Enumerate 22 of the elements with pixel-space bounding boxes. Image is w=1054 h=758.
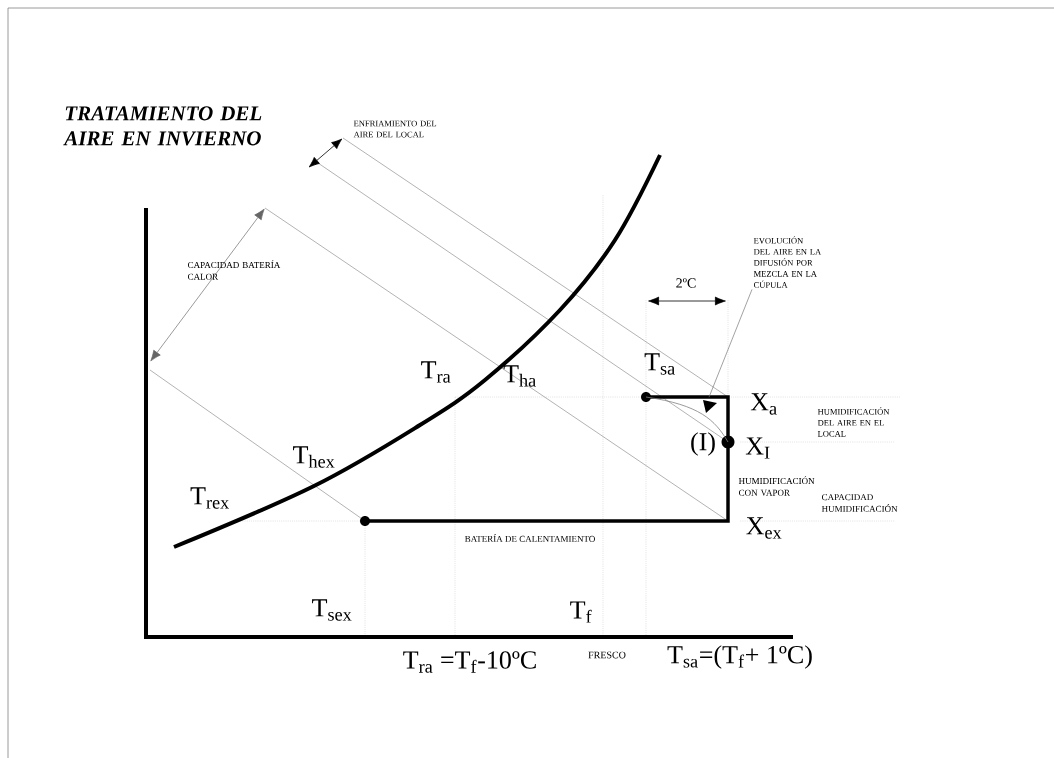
- temperature-label: T$_{f}$: [570, 601, 592, 623]
- humidity-label: X$_{ex}$: [746, 517, 782, 539]
- annotation-text: HUMIDIFICACIÓN DEL AIRE EN EL LOCAL: [817, 407, 890, 437]
- process-label: (I): [691, 432, 715, 456]
- annotation-text: BATERÍA DE CALENTAMIENTO: [464, 534, 595, 542]
- temperature-label: T$_{sex}$: [312, 599, 352, 621]
- formula-label: T$_{sa}$=(T$_{f}$+ 1ºC): [667, 645, 812, 669]
- temperature-label: T$_{hex}$: [293, 446, 335, 468]
- formula-label: T$_{ra}$ =T$_{f}$-10ºC: [403, 651, 536, 673]
- annotation-text: ENFRIAMIENTO DEL AIRE DEL LOCAL: [353, 120, 437, 138]
- annotation-text: FRESCO: [588, 651, 626, 659]
- annotation-text: CAPACIDAD HUMIDIFICACIÓN: [821, 494, 898, 512]
- temperature-label: T$_{ra}$: [421, 361, 451, 383]
- dimension-label: 2ºC: [676, 278, 696, 288]
- annotation-text: CAPACIDAD BATERÍA CALOR: [188, 260, 281, 280]
- temperature-label: T$_{ha}$: [503, 365, 536, 387]
- humidity-label: X$_{I}$: [745, 437, 770, 459]
- annotation-text: EVOLUCIÓN DEL AIRE EN LA DIFUSIÓN POR MEZCLA EN LA CÚPULA: [753, 236, 822, 288]
- annotation-text: HUMIDIFICACIÓN CON VAPOR: [738, 476, 815, 496]
- temperature-label: T$_{rex}$: [190, 487, 229, 509]
- leader-line: [708, 289, 753, 398]
- title: TRATAMIENTO DEL AIRE EN INVIERNO: [63, 106, 262, 146]
